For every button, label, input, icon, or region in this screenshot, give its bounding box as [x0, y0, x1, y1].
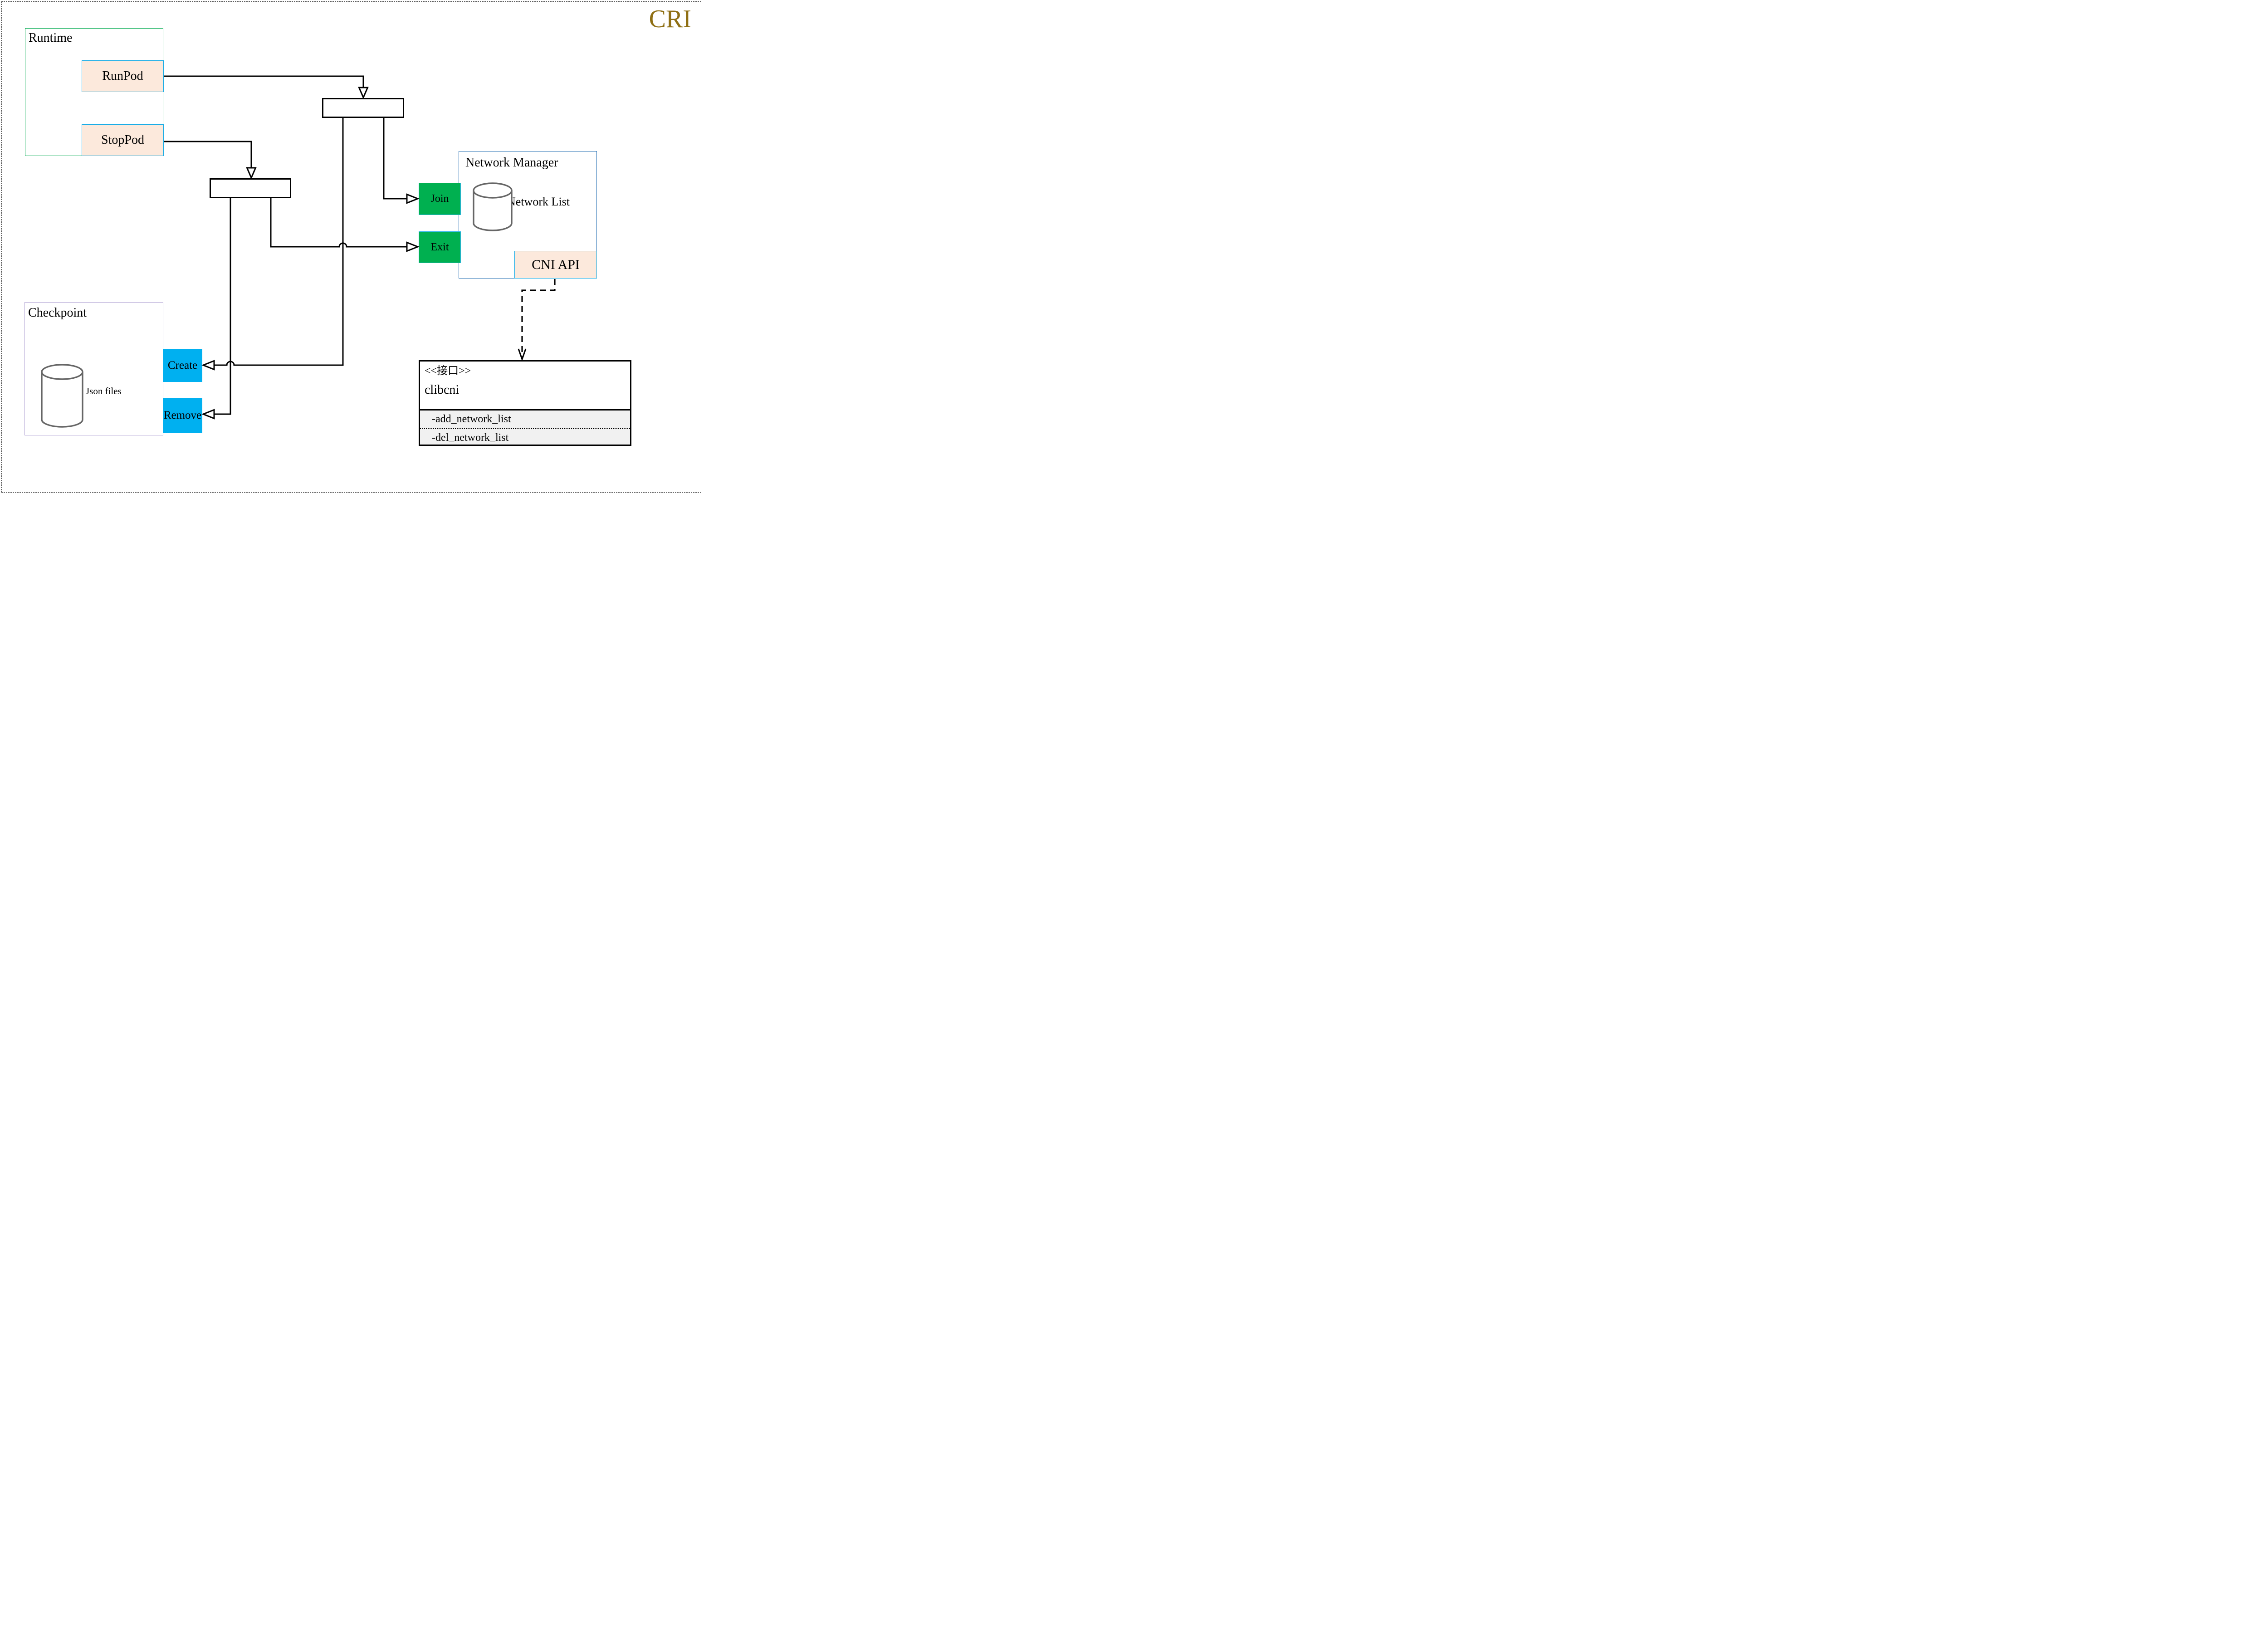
json-files-label: Json files: [86, 386, 122, 396]
edge-bar1-to-create: [215, 117, 343, 365]
clibcni-method-section: -add_network_list -del_network_list: [420, 409, 630, 445]
cri-architecture-diagram: CRI Runtime RunPod StopPod Network Manag…: [0, 0, 703, 494]
interface-name: clibcni: [425, 383, 459, 397]
interface-stereotype: <<接口>>: [425, 365, 471, 377]
node-runpod: RunPod: [82, 60, 164, 92]
clibcni-interface-box: <<接口>> clibcni -add_network_list -del_ne…: [419, 360, 631, 446]
port-remove: Remove: [163, 398, 202, 433]
node-stoppod: StopPod: [82, 124, 164, 156]
port-join: Join: [419, 183, 461, 215]
arrowhead-clibcni-open: [518, 349, 526, 359]
process-bar-top: [322, 98, 404, 118]
arrowhead-create: [203, 361, 214, 370]
checkpoint-title: Checkpoint: [28, 306, 87, 320]
edge-bar2-to-exit: [271, 198, 407, 247]
edge-bar2-to-remove: [215, 198, 230, 414]
network-manager-title: Network Manager: [465, 156, 558, 170]
process-bar-bottom: [210, 178, 291, 198]
network-list-label: Network List: [507, 195, 570, 208]
arrowhead-exit: [407, 243, 418, 251]
checkpoint-box: Checkpoint: [24, 302, 163, 435]
edge-bar1-to-join: [384, 117, 407, 199]
edge-stoppod-to-bar2: [164, 142, 251, 168]
port-create: Create: [163, 349, 202, 382]
node-cni-api: CNI API: [514, 251, 597, 279]
runtime-title: Runtime: [29, 31, 73, 45]
method-add-network-list: -add_network_list: [420, 411, 630, 429]
arrowhead-bar2: [247, 168, 256, 178]
port-exit: Exit: [419, 231, 461, 263]
method-del-network-list: -del_network_list: [432, 432, 509, 444]
edge-runpod-to-bar1: [164, 76, 363, 88]
edge-cniapi-to-clibcni-dashed: [522, 279, 555, 357]
arrowhead-bar1: [359, 88, 368, 98]
arrowhead-remove: [203, 410, 214, 419]
clibcni-header: <<接口>> clibcni: [420, 362, 630, 415]
arrowhead-join: [407, 195, 418, 203]
diagram-title: CRI: [649, 5, 691, 33]
